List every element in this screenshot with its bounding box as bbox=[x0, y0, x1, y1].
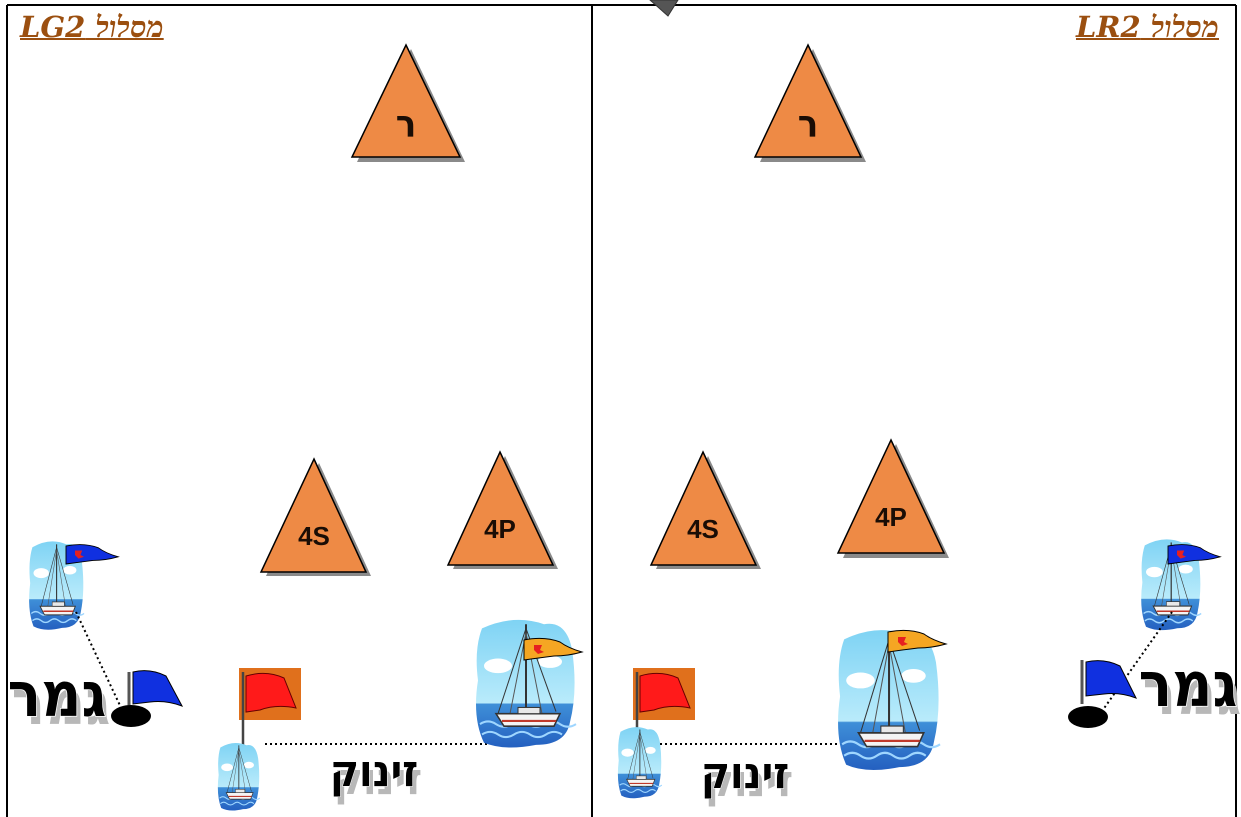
left-finish-word: גמר גמר bbox=[7, 657, 111, 739]
left-gate-port-label: 4P bbox=[484, 514, 516, 544]
right-gate-port-mark: 4P bbox=[836, 438, 949, 558]
right-finish-text: גמר bbox=[1139, 648, 1238, 721]
left-windward-mark: ר bbox=[350, 43, 465, 162]
right-course-title: מסלול LR2 bbox=[1075, 10, 1219, 44]
right-start-boat-icon bbox=[617, 726, 663, 799]
left-finish-shadow: גמר bbox=[12, 666, 111, 739]
left-finish-text: גמר bbox=[8, 658, 107, 731]
right-finish-line bbox=[1099, 611, 1173, 715]
right-gate-port-label: 4P bbox=[875, 502, 907, 532]
left-course-title: מסלול LG2 bbox=[20, 10, 164, 44]
right-finish-word: גמר גמר bbox=[1138, 647, 1241, 729]
left-start-shadow: זינוק bbox=[334, 754, 422, 805]
left-gate-starboard-mark: 4S bbox=[259, 457, 371, 576]
left-start-text: זינוק bbox=[330, 746, 418, 797]
left-committee-boat-icon bbox=[474, 618, 578, 749]
left-gate-port-mark: 4P bbox=[446, 450, 558, 569]
right-windward-mark-label: ר bbox=[798, 102, 819, 146]
right-gate-starboard-label: 4S bbox=[687, 514, 719, 544]
right-finish-shadow: גמר bbox=[1143, 656, 1241, 729]
left-finish-pennant-icon bbox=[65, 544, 119, 565]
left-finish-flag-icon bbox=[111, 670, 184, 727]
right-gate-starboard-mark: 4S bbox=[649, 450, 761, 569]
left-start-boat-icon bbox=[217, 742, 261, 812]
left-gate-starboard-label: 4S bbox=[298, 521, 330, 551]
right-windward-mark: ר bbox=[753, 43, 866, 162]
left-finish-line bbox=[75, 611, 125, 715]
right-start-word: זינוק זינוק bbox=[700, 748, 793, 808]
left-start-word: זינוק זינוק bbox=[329, 746, 422, 806]
right-finish-flag-icon bbox=[1068, 660, 1138, 728]
right-start-shadow: זינוק bbox=[705, 756, 793, 807]
right-start-text: זינוק bbox=[701, 748, 789, 799]
left-start-flag-icon bbox=[239, 668, 301, 748]
right-start-flag-icon bbox=[633, 668, 695, 742]
left-windward-mark-label: ר bbox=[396, 102, 417, 146]
page-frame bbox=[6, 0, 1237, 817]
